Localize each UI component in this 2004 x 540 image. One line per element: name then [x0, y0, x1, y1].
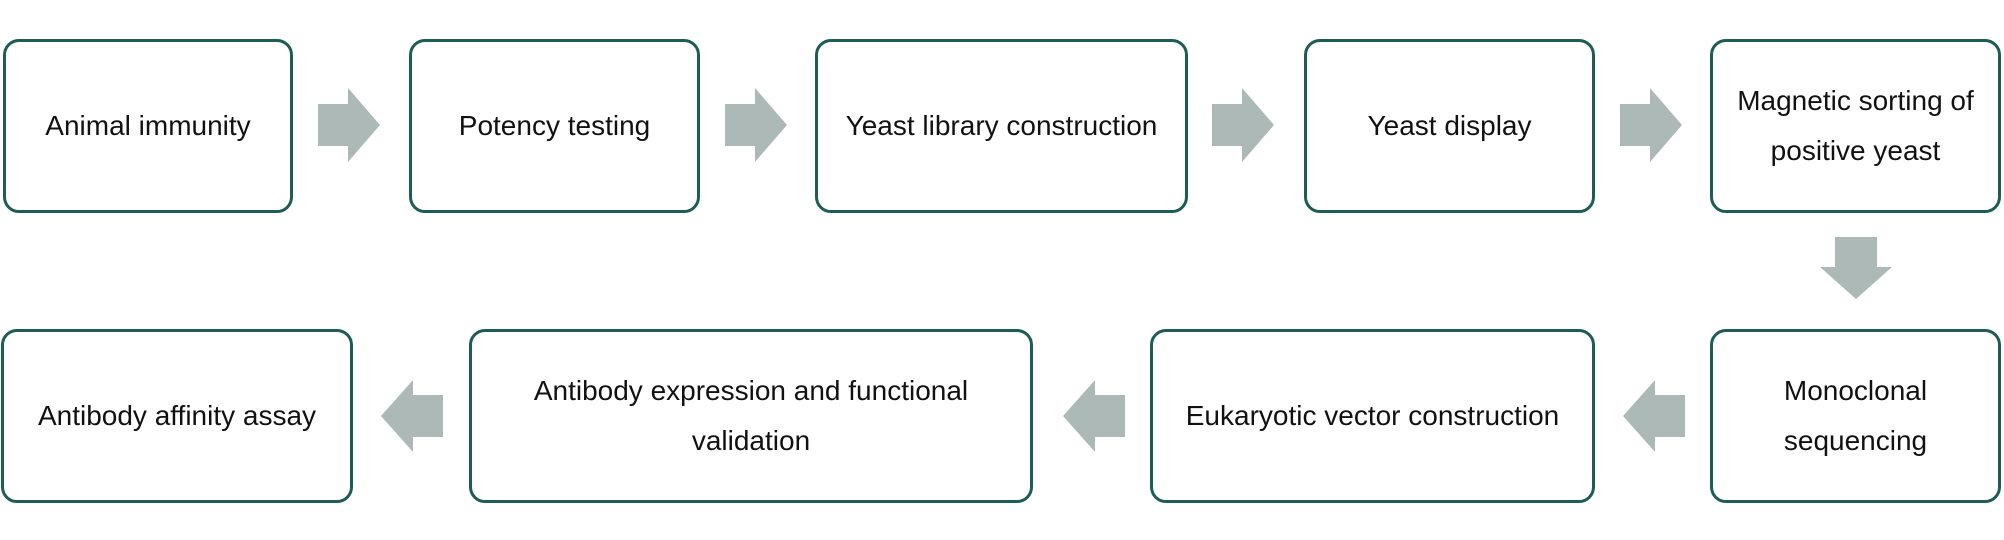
step-animal-immunity: Animal immunity	[3, 39, 293, 213]
arrow-right-icon	[318, 88, 380, 162]
step-eukaryotic-vector-construction: Eukaryotic vector construction	[1150, 329, 1595, 503]
step-antibody-expression-validation: Antibody expression and functional valid…	[469, 329, 1033, 503]
step-yeast-library-construction: Yeast library construction	[815, 39, 1188, 213]
arrow-right-icon	[725, 88, 787, 162]
arrow-down-icon	[1820, 237, 1892, 299]
step-yeast-display: Yeast display	[1304, 39, 1595, 213]
arrow-left-icon	[1063, 380, 1125, 452]
arrow-right-icon	[1620, 88, 1682, 162]
arrow-left-icon	[1623, 380, 1685, 452]
step-monoclonal-sequencing: Monoclonal sequencing	[1710, 329, 2001, 503]
step-antibody-affinity-assay: Antibody affinity assay	[1, 329, 353, 503]
step-magnetic-sorting: Magnetic sorting of positive yeast	[1710, 39, 2001, 213]
step-potency-testing: Potency testing	[409, 39, 700, 213]
arrow-right-icon	[1212, 88, 1274, 162]
arrow-left-icon	[381, 380, 443, 452]
